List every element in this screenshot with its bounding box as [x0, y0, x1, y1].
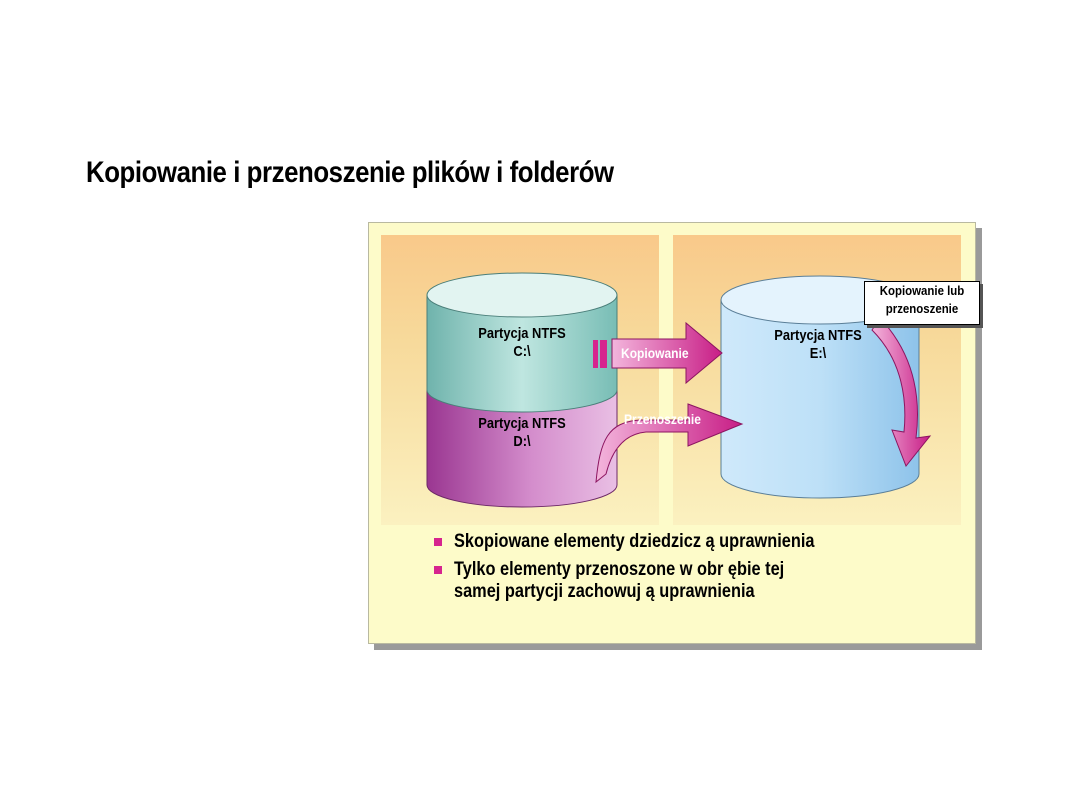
list-item: Skopiowane elementy dziedzicz ą uprawnie…	[434, 531, 873, 553]
copy-or-move-arrow	[871, 317, 932, 467]
move-arrow	[595, 403, 744, 484]
partition-c-drive: C:\	[513, 343, 531, 360]
copy-arrow-label: Kopiowanie	[621, 345, 689, 361]
copy-or-move-callout: Kopiowanie lub przenoszenie	[864, 281, 980, 325]
partition-d-label: Partycja NTFS D:\	[469, 415, 576, 451]
bullet-marker	[434, 566, 442, 574]
partition-e-label: Partycja NTFS E:\	[765, 327, 872, 363]
bullet-text: Tylko elementy przenoszone w obr ębie te…	[454, 559, 785, 580]
partition-e-drive: E:\	[809, 345, 827, 362]
partition-c-name: Partycja NTFS	[478, 325, 566, 342]
partition-c-cylinder	[426, 272, 618, 413]
partition-d-name: Partycja NTFS	[478, 415, 566, 432]
callout-line-1: Kopiowanie lub	[879, 283, 965, 298]
bullet-marker	[434, 538, 442, 546]
partition-d-drive: D:\	[513, 433, 531, 450]
partition-d-cylinder	[426, 389, 618, 508]
bullet-list: Skopiowane elementy dziedzicz ą uprawnie…	[434, 531, 873, 609]
page-title: Kopiowanie i przenoszenie plików i folde…	[86, 156, 614, 189]
copy-arrow	[593, 321, 723, 385]
callout-line-2: przenoszenie	[885, 301, 959, 316]
list-item: Tylko elementy przenoszone w obr ębie te…	[434, 559, 873, 603]
move-arrow-label: Przenoszenie	[624, 411, 701, 427]
partition-e-name: Partycja NTFS	[774, 327, 862, 344]
partition-c-label: Partycja NTFS C:\	[469, 325, 576, 361]
bullet-text-continued: samej partycji zachowuj ą uprawnienia	[454, 581, 755, 602]
bullet-text: Skopiowane elementy dziedzicz ą uprawnie…	[454, 531, 815, 552]
